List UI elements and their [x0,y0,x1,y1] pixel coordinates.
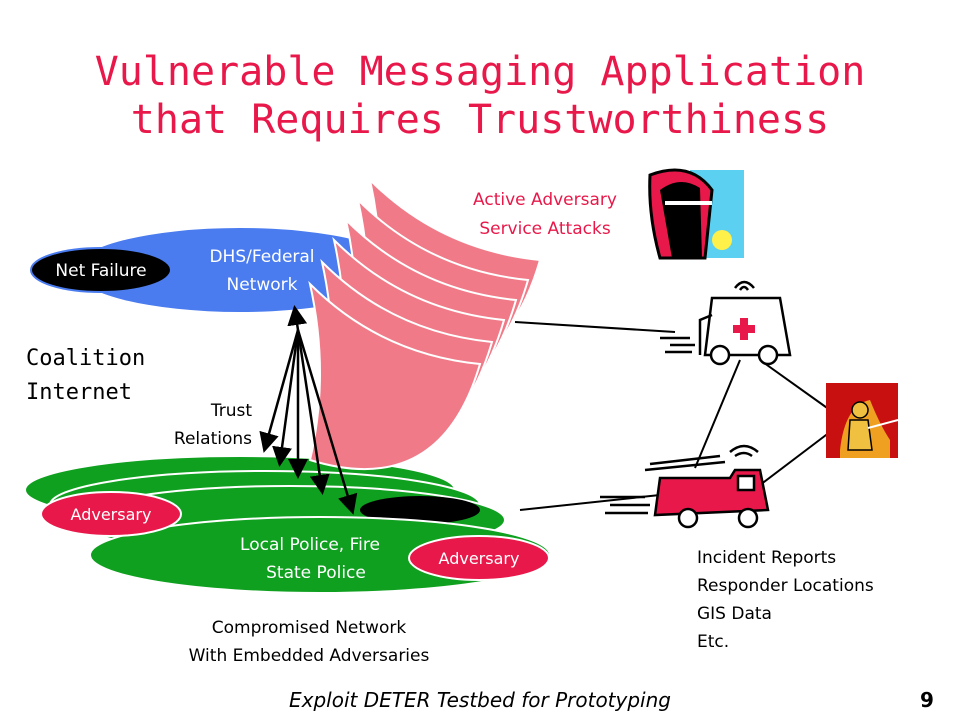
info-item: Responder Locations [697,576,874,596]
link-firetruck-firefighter [759,431,831,486]
trust-arrow-4 [296,329,330,495]
link-ambulance-firetruck [694,359,741,469]
active-adversary-label: Active Adversary [473,190,617,210]
dhs-network-label-1: DHS/Federal [209,247,314,267]
title-line-2: that Requires Trustworthiness [130,97,830,143]
net-failure-badge [30,247,172,293]
info-item: GIS Data [697,604,772,624]
dhs-network-label-2: Network [227,275,298,295]
footer-text: Exploit DETER Testbed for Prototyping [289,688,671,712]
trust-relation-arrows [259,305,358,515]
dhs-network-ellipse [75,228,405,312]
coalition-label-2: Internet [26,380,132,405]
adversary-label-right: Adversary [439,549,520,568]
trust-arrow-5 [296,329,358,515]
local-network-label-1: Local Police, Fire [240,535,380,555]
page-number: 9 [920,688,934,712]
trust-arrow-2 [272,329,300,467]
firefighter-icon [826,383,899,458]
adversary-badge-left [40,491,182,537]
adversary-label-left: Adversary [71,505,152,524]
attack-wedges [308,176,542,470]
coalition-label-1: Coalition [26,346,145,371]
link-dhs-ambulance [514,321,676,333]
adversary-face-icon [648,168,744,260]
net-failure-label: Net Failure [55,261,146,281]
attack-wedge-6 [308,280,482,470]
net-failure-hole [360,496,480,524]
info-list: Incident Reports Responder Locations GIS… [697,548,874,652]
trust-arrow-up [287,305,308,331]
title-line-1: Vulnerable Messaging Application [94,49,866,95]
ambulance-icon [660,280,792,366]
compromised-label-1: Compromised Network [212,618,407,638]
service-attacks-label: Service Attacks [479,219,611,239]
slide-title: Vulnerable Messaging Application that Re… [0,48,960,144]
local-network-label-2: State Police [266,563,366,583]
trust-relations-label-2: Relations [174,429,252,449]
info-item: Incident Reports [697,548,836,568]
fire-truck-icon [600,444,770,529]
compromised-label-2: With Embedded Adversaries [189,646,430,666]
trust-arrow-1 [259,329,300,453]
adversary-badge-right [408,535,550,581]
info-item: Etc. [697,632,729,652]
link-ambulance-firefighter [759,359,831,411]
trust-relations-label-1: Trust [210,401,253,421]
